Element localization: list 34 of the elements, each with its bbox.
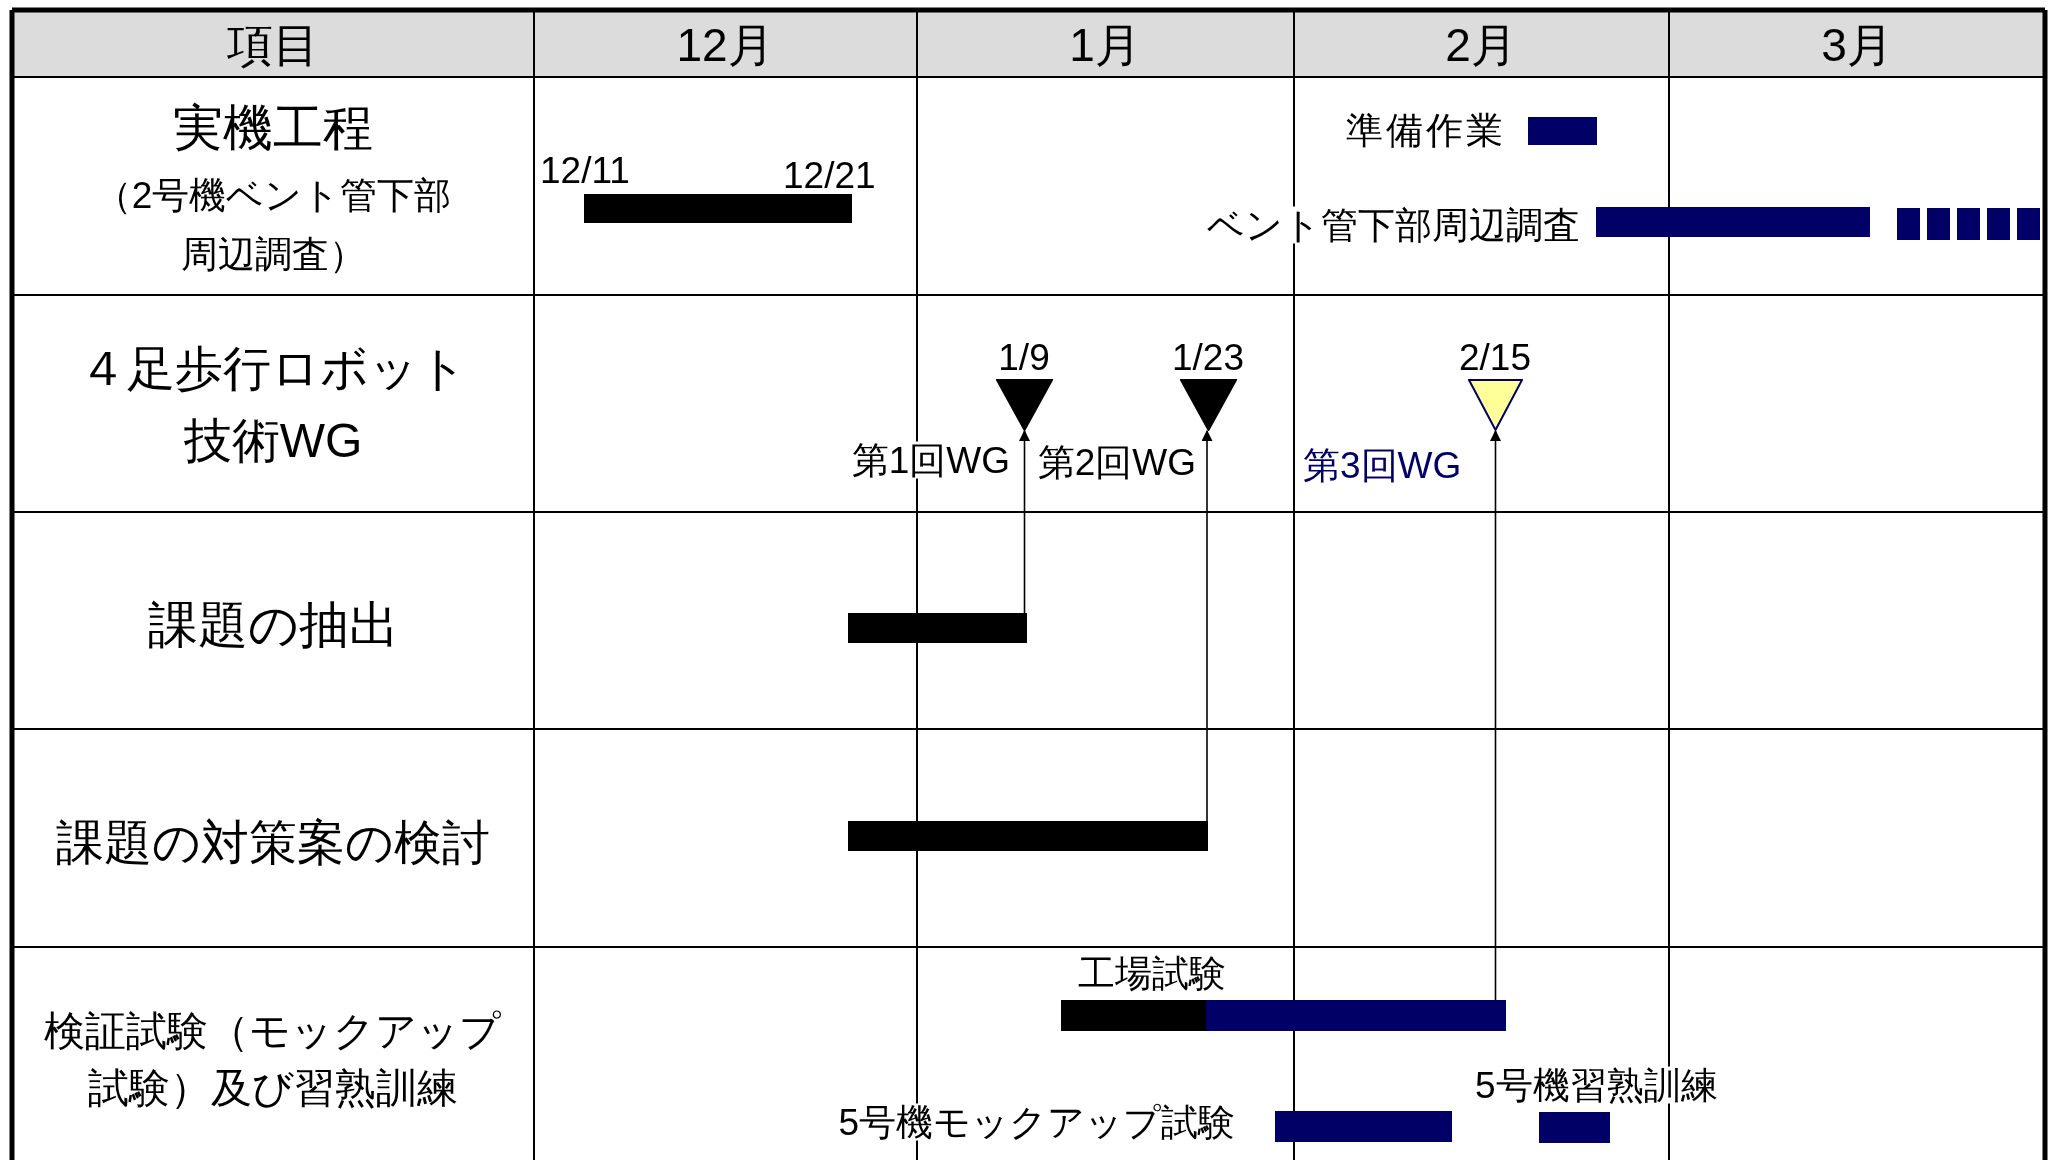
schedule-bar (1596, 207, 1870, 237)
milestone-label: 第1回WG (851, 441, 1010, 479)
schedule-bar (1275, 1111, 1452, 1142)
row-subtitle: （2号機ベント管下部周辺調査） (93, 173, 453, 277)
schedule-bar (848, 821, 1208, 851)
milestone-triangle (996, 379, 1053, 431)
column-header: 2月 (1445, 19, 1517, 71)
bar-label: 5号機習熟訓練 (1475, 1066, 1718, 1104)
arrow (1019, 429, 1030, 614)
milestone-label: 第3回WG (1303, 446, 1462, 484)
schedule-bar (1539, 1112, 1610, 1143)
schedule-bar (1061, 1000, 1206, 1031)
milestone-triangle (1468, 379, 1523, 431)
row-title: 課題の抽出 (147, 597, 399, 653)
column-header: 1月 (1069, 19, 1141, 71)
row-title: 実機工程 (173, 100, 373, 156)
row-title: 検証試験（モックアップ試験）及び習熟訓練 (43, 1006, 503, 1113)
bar-label: 5号機モックアップ試験 (838, 1103, 1235, 1141)
bar-label: ベント管下部周辺調査 (1207, 206, 1580, 244)
schedule-bar (848, 613, 1027, 643)
column-header: 3月 (1821, 19, 1893, 71)
schedule-bar (1206, 1000, 1506, 1031)
bar-label: 工場試験 (1078, 954, 1226, 992)
milestone-label: 第2回WG (1037, 443, 1196, 481)
schedule-bar (584, 194, 852, 223)
row-title: ４足歩行ロボット技術WG (78, 341, 468, 469)
row-title: 課題の対策案の検討 (56, 816, 490, 870)
column-header: 項目 (227, 19, 319, 71)
arrow (1490, 429, 1501, 1001)
arrow (1201, 429, 1213, 822)
column-header: 12月 (676, 19, 774, 71)
milestone-triangle (1180, 379, 1237, 431)
schedule-bar (1528, 117, 1597, 145)
dashed-bar (1897, 208, 2040, 240)
